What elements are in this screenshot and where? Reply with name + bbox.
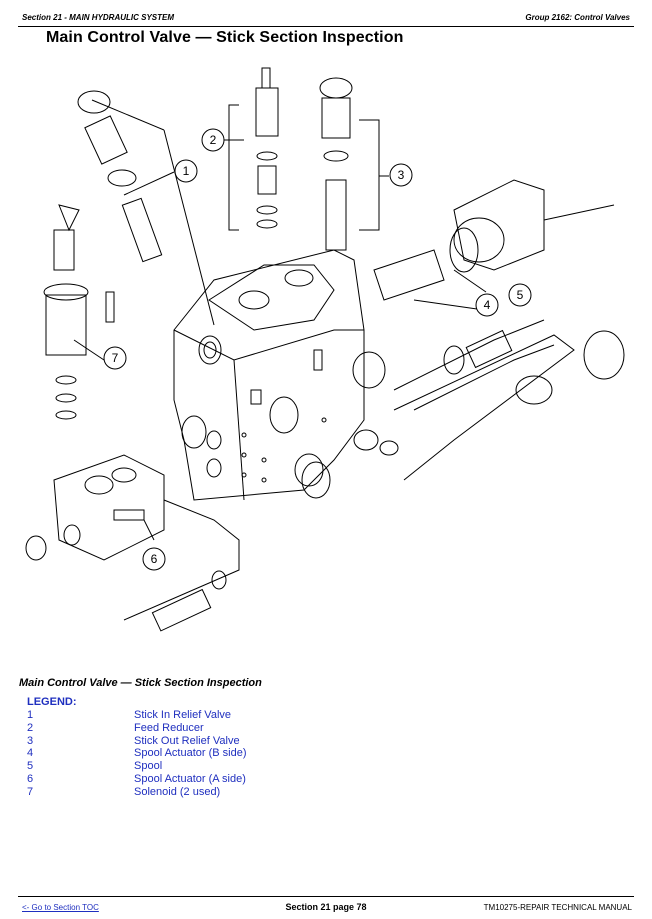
o-ring: [301, 461, 331, 499]
callout-label: 4: [484, 298, 491, 312]
legend-item: 5 Spool: [27, 760, 427, 773]
page-title: Main Control Valve — Stick Section Inspe…: [46, 29, 404, 46]
callout-5: [508, 283, 532, 307]
exploded-valve-diagram: 1 2 3 4 5 6 7: [25, 67, 625, 632]
manual-title: TM10275-REPAIR TECHNICAL MANUAL: [483, 903, 632, 912]
legend-label: Spool: [134, 760, 163, 773]
callout-2: [201, 128, 225, 152]
legend-item: 1 Stick In Relief Valve: [27, 709, 427, 722]
legend-number: 6: [27, 772, 34, 785]
legend-label: Solenoid (2 used): [134, 785, 221, 798]
relief-valve-1: [77, 90, 215, 326]
spool-actuator-a: [25, 454, 240, 632]
legend-number: 3: [27, 734, 34, 747]
legend-label: Feed Reducer: [134, 721, 204, 734]
legend-title: LEGEND:: [27, 696, 77, 708]
legend-label: Spool Actuator (A side): [134, 772, 246, 785]
legend-item: 2 Feed Reducer: [27, 722, 427, 735]
callout-label: 3: [398, 168, 405, 182]
legend-item: 3 Stick Out Relief Valve: [27, 735, 427, 748]
valve-body: [173, 249, 365, 501]
spool-actuator-b: [373, 179, 615, 311]
page-number: Section 21 page 78: [285, 902, 367, 912]
legend-number: 1: [27, 709, 34, 721]
feed-reducer-2: [228, 67, 279, 231]
legend-number: 4: [27, 747, 34, 760]
legend-number: 2: [27, 721, 34, 734]
callout-3: [389, 163, 413, 187]
callout-label: 6: [151, 552, 158, 566]
figure-caption: Main Control Valve — Stick Section Inspe…: [19, 677, 262, 689]
callout-6: [142, 547, 166, 571]
toc-link[interactable]: <- Go to Section TOC: [22, 903, 99, 912]
callout-label: 1: [183, 164, 190, 178]
legend-item: 4 Spool Actuator (B side): [27, 747, 427, 760]
legend-number: 5: [27, 760, 34, 773]
legend-list: 1 Stick In Relief Valve 2 Feed Reducer 3…: [27, 709, 427, 799]
legend-label: Stick In Relief Valve: [134, 709, 232, 721]
legend-number: 7: [27, 785, 34, 798]
legend-item: 6 Spool Actuator (A side): [27, 773, 427, 786]
group-label: Group 2162: Control Valves: [525, 13, 630, 22]
callout-label: 5: [517, 288, 524, 302]
callout-4: [475, 293, 499, 317]
spool-5: [352, 319, 625, 481]
callout-label: 7: [112, 351, 119, 365]
callout-7: [103, 346, 127, 370]
relief-valve-3: [319, 77, 380, 251]
legend-label: Stick Out Relief Valve: [134, 734, 240, 747]
legend-label: Spool Actuator (B side): [134, 747, 247, 760]
o-ring: [353, 429, 379, 451]
legend-item: 7 Solenoid (2 used): [27, 786, 427, 799]
callout-label: 2: [210, 133, 217, 147]
solenoid-7: [43, 204, 115, 420]
page-header: Section 21 - MAIN HYDRAULIC SYSTEM Group…: [18, 10, 634, 27]
o-ring: [181, 415, 207, 449]
section-label: Section 21 - MAIN HYDRAULIC SYSTEM: [22, 13, 175, 22]
page-footer: <- Go to Section TOC Section 21 page 78 …: [18, 896, 634, 919]
callout-1: [174, 159, 198, 183]
